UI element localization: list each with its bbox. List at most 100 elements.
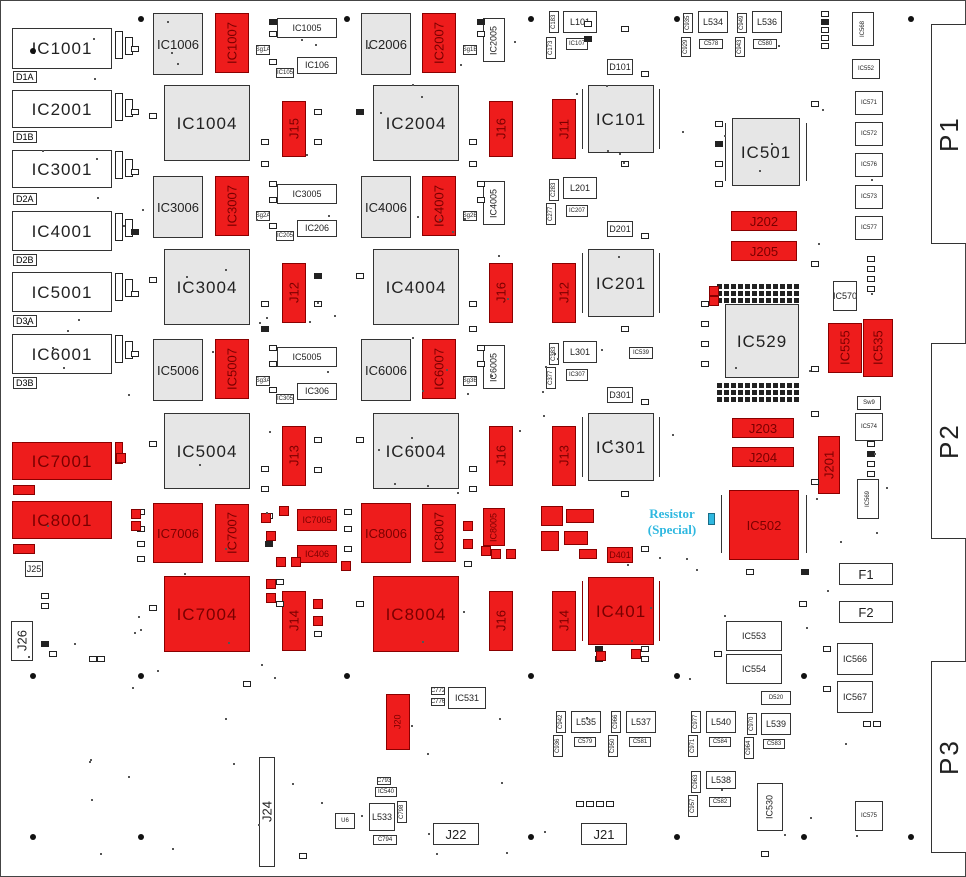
ic1001[interactable]: IC1001	[12, 28, 112, 69]
ic7001[interactable]: IC7001	[12, 442, 112, 480]
ic8006[interactable]: IC8006	[361, 503, 411, 563]
ic2005[interactable]: IC2005	[483, 18, 505, 62]
ic2006[interactable]: IC2006	[361, 13, 411, 75]
ic555[interactable]: IC555	[828, 323, 862, 373]
ic305[interactable]: IC305	[276, 394, 294, 404]
ic6007[interactable]: IC6007	[422, 339, 456, 399]
j202[interactable]: J202	[731, 211, 797, 231]
ic571[interactable]: IC571	[855, 91, 883, 115]
ic105[interactable]: IC105	[276, 68, 294, 78]
l538[interactable]: L538	[706, 771, 736, 789]
ic552[interactable]: IC552	[852, 59, 880, 79]
ic307[interactable]: IC307	[566, 369, 588, 381]
c377[interactable]: C377	[546, 367, 556, 389]
f1[interactable]: F1	[839, 563, 893, 585]
ic1005[interactable]: IC1005	[277, 18, 337, 38]
d520[interactable]: D520	[761, 691, 791, 705]
ic4001[interactable]: IC4001	[12, 211, 112, 251]
ic101[interactable]: IC101	[588, 85, 654, 153]
ic2001[interactable]: IC2001	[12, 90, 112, 128]
c971[interactable]: C971	[688, 735, 698, 757]
ic540[interactable]: IC540	[375, 787, 397, 797]
ic7007[interactable]: IC7007	[215, 504, 249, 562]
ic201[interactable]: IC201	[588, 249, 654, 317]
c582[interactable]: C582	[709, 797, 731, 807]
ic3007[interactable]: IC3007	[215, 176, 249, 236]
c772[interactable]: C772	[431, 687, 445, 695]
c793[interactable]: C793	[377, 777, 391, 785]
c949[interactable]: C949	[737, 13, 747, 33]
l539[interactable]: L539	[761, 713, 791, 735]
j22[interactable]: J22	[433, 823, 479, 845]
ic7004[interactable]: IC7004	[164, 576, 250, 652]
l535[interactable]: L535	[571, 711, 601, 733]
j20[interactable]: J20	[386, 694, 410, 750]
ic401[interactable]: IC401	[588, 577, 654, 645]
l201[interactable]: L201	[563, 177, 597, 199]
l537[interactable]: L537	[626, 711, 656, 733]
j16-b[interactable]: J16	[489, 263, 513, 323]
c584[interactable]: C584	[709, 737, 731, 747]
j12[interactable]: J12	[552, 263, 576, 323]
ic8005[interactable]: IC8005	[483, 508, 505, 546]
ic535[interactable]: IC535	[863, 319, 893, 377]
ic501[interactable]: IC501	[732, 118, 800, 186]
ic7006[interactable]: IC7006	[153, 503, 203, 563]
j21[interactable]: J21	[581, 823, 627, 845]
ic8004[interactable]: IC8004	[373, 576, 459, 652]
ic5007[interactable]: IC5007	[215, 339, 249, 399]
connector-p2[interactable]: P2	[931, 343, 966, 539]
ic107[interactable]: IC107	[566, 38, 588, 50]
c579[interactable]: C579	[574, 737, 596, 747]
c798[interactable]: C798	[397, 801, 407, 823]
ic570[interactable]: IC570	[833, 281, 857, 311]
c776[interactable]: C776	[431, 698, 445, 706]
ic573[interactable]: IC573	[855, 185, 883, 209]
ic205[interactable]: IC205	[276, 231, 294, 241]
ic5005[interactable]: IC5005	[277, 347, 337, 367]
ic572[interactable]: IC572	[855, 122, 883, 146]
ic576[interactable]: IC576	[855, 153, 883, 177]
ic106[interactable]: IC106	[297, 57, 337, 74]
ic8007[interactable]: IC8007	[422, 504, 456, 562]
ic207[interactable]: IC207	[566, 205, 588, 217]
c173[interactable]: C173	[546, 37, 556, 59]
special-resistor[interactable]	[708, 513, 715, 525]
j13-left[interactable]: J13	[282, 426, 306, 486]
c970[interactable]: C970	[747, 713, 757, 735]
ic575[interactable]: IC575	[855, 801, 883, 831]
c183[interactable]: C183	[549, 11, 559, 33]
ic1006[interactable]: IC1006	[153, 13, 203, 75]
ic566[interactable]: IC566	[837, 643, 873, 675]
ic6005[interactable]: IC6005	[483, 345, 505, 389]
ic6004[interactable]: IC6004	[373, 413, 459, 489]
c963[interactable]: C963	[691, 771, 701, 793]
c578[interactable]: C578	[699, 39, 723, 49]
ic530[interactable]: IC530	[757, 783, 783, 831]
ic531[interactable]: IC531	[448, 687, 486, 709]
connector-p1[interactable]: P1	[931, 24, 966, 244]
c957[interactable]: C957	[688, 795, 698, 817]
ic4006[interactable]: IC4006	[361, 176, 411, 238]
c580[interactable]: C580	[753, 39, 777, 49]
j11[interactable]: J11	[552, 99, 576, 159]
d101[interactable]: D101	[607, 59, 633, 75]
ic5001[interactable]: IC5001	[12, 272, 112, 312]
ic502[interactable]: IC502	[729, 490, 799, 560]
c964[interactable]: C964	[744, 737, 754, 759]
ic3005[interactable]: IC3005	[277, 184, 337, 204]
c936[interactable]: C936	[553, 735, 563, 757]
ic406[interactable]: IC406	[297, 545, 337, 563]
c277[interactable]: C277	[546, 203, 556, 225]
ic4004[interactable]: IC4004	[373, 249, 459, 325]
c966[interactable]: C966	[611, 711, 621, 733]
l534[interactable]: L534	[698, 11, 728, 33]
l540[interactable]: L540	[706, 711, 736, 733]
ic3006[interactable]: IC3006	[153, 176, 203, 238]
f2[interactable]: F2	[839, 601, 893, 623]
ic206[interactable]: IC206	[297, 220, 337, 237]
c581[interactable]: C581	[629, 737, 651, 747]
c935[interactable]: C935	[683, 13, 693, 33]
c929[interactable]: C929	[681, 37, 691, 57]
l301[interactable]: L301	[563, 341, 597, 363]
